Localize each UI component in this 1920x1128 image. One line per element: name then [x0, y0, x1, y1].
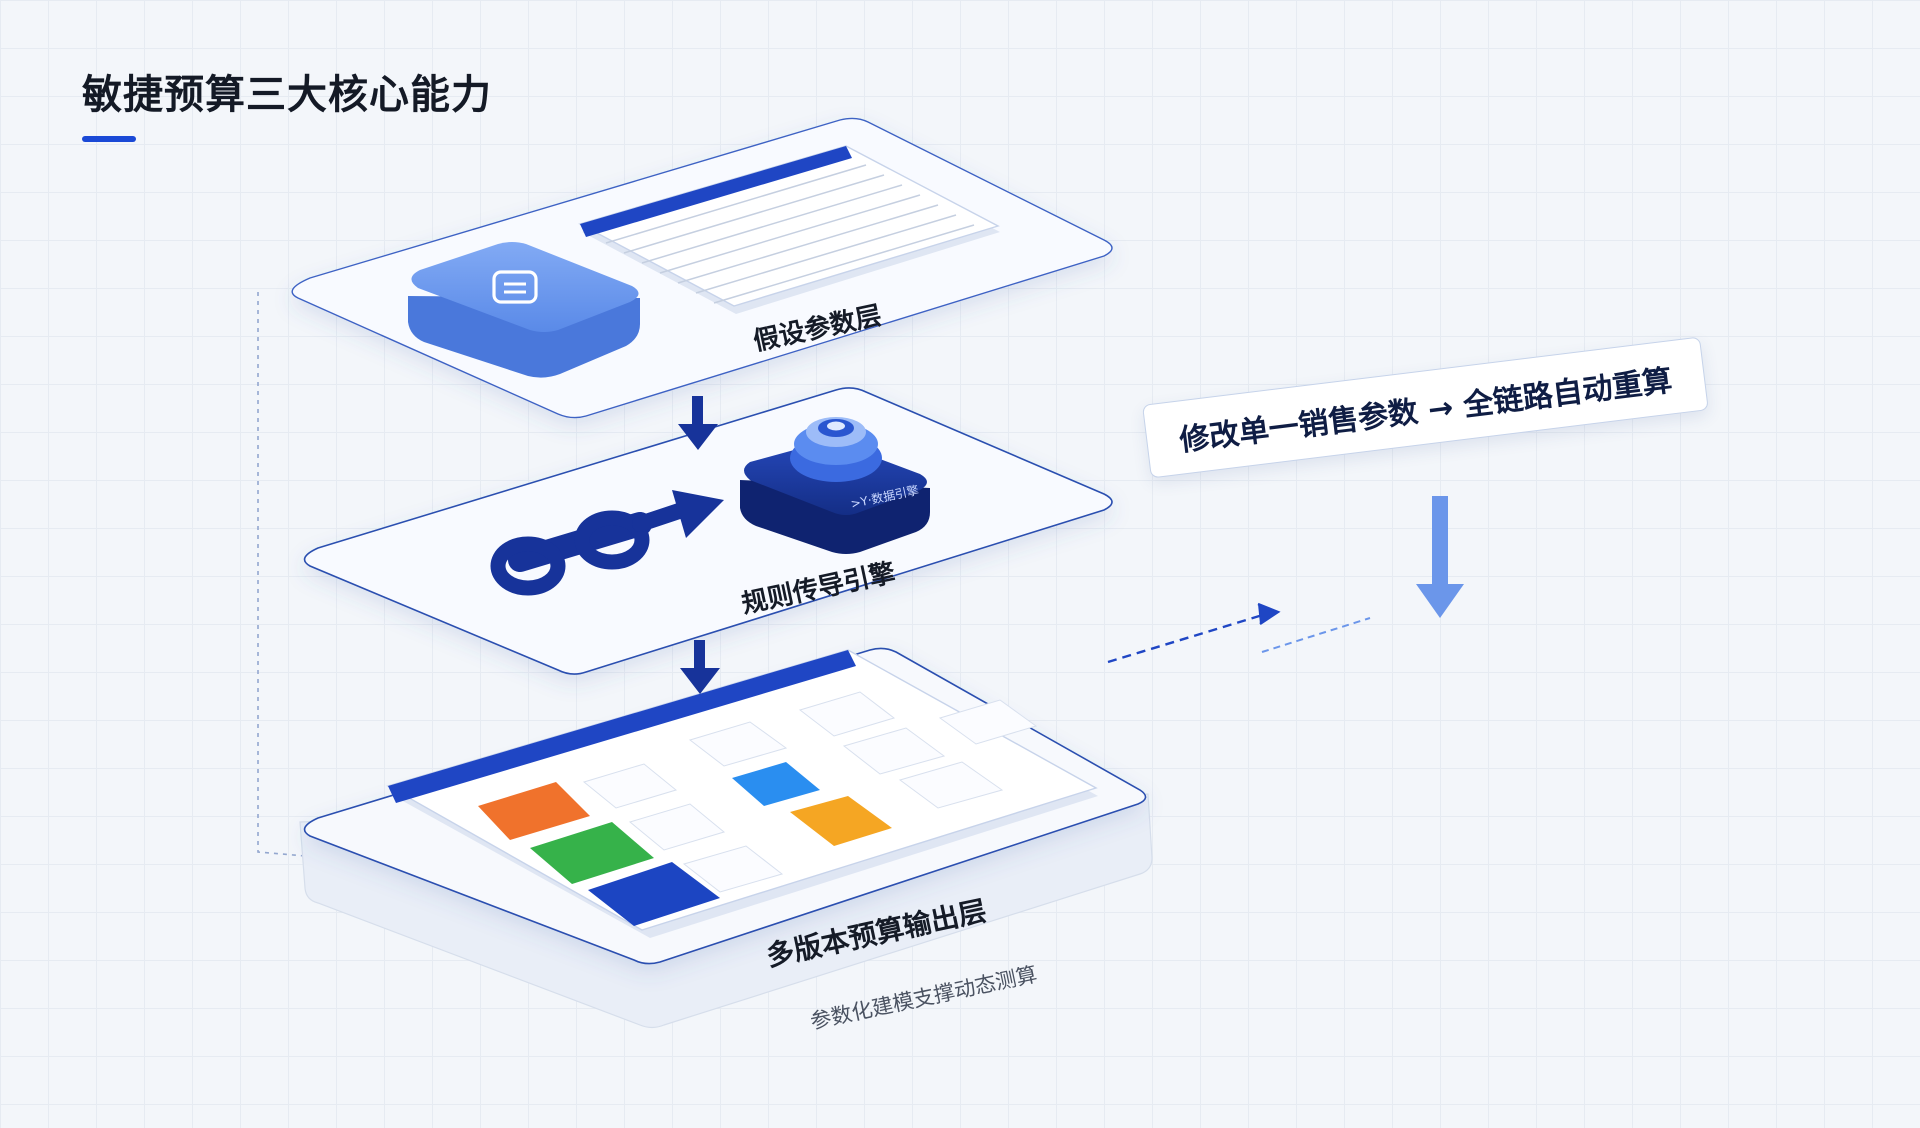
down-arrow-icon [680, 640, 720, 694]
dashboard-icon [386, 649, 1098, 938]
dashed-arrow [1107, 602, 1281, 664]
engine-dial-icon [740, 417, 930, 554]
engine-layer [303, 387, 1113, 675]
dashed-line [1261, 617, 1371, 653]
title-underline [82, 136, 136, 142]
database-icon [408, 242, 640, 378]
assumption-layer [291, 117, 1113, 419]
down-arrow-icon [1416, 496, 1464, 618]
page-title: 敏捷预算三大核心能力 [82, 72, 492, 118]
spreadsheet-icon [578, 145, 1000, 314]
guide-line [257, 292, 401, 865]
down-arrow-icon [678, 396, 718, 450]
output-layer [299, 647, 1153, 1029]
link-arrow-icon [490, 490, 724, 596]
